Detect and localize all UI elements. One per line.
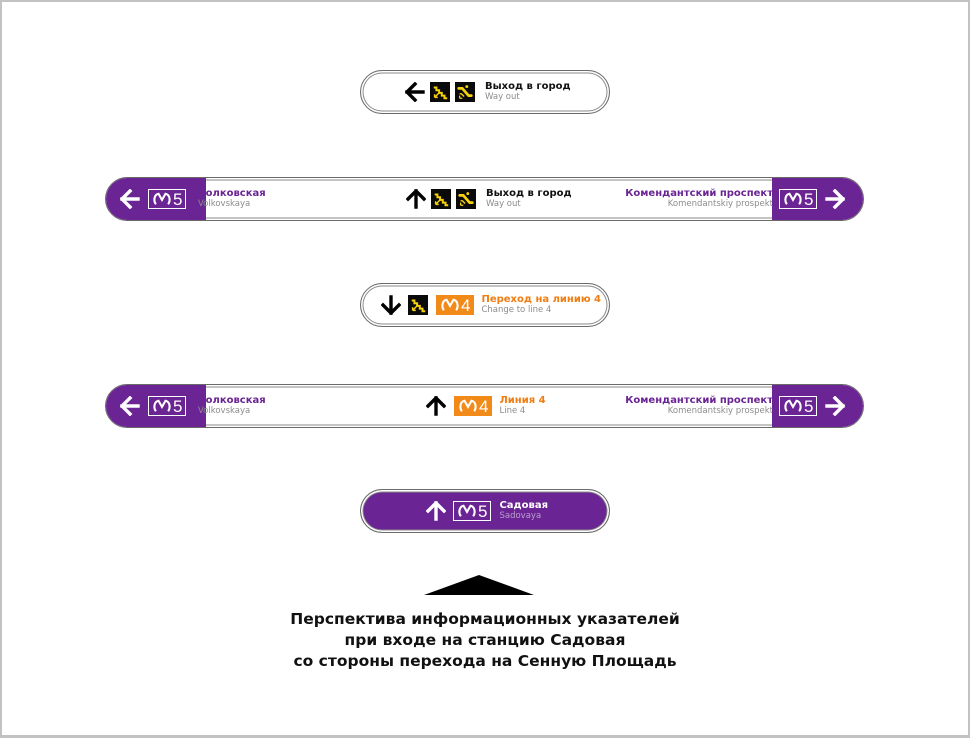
caption-line: со стороны перехода на Сенную Площадь [293,652,677,670]
direction-right-segment: 5 [772,178,863,220]
line-number: 5 [804,396,814,416]
metro-line-5-badge: 5 [453,501,492,521]
station-label: Садовая Sadovaya [499,501,548,520]
arrow-up-icon [426,501,446,521]
metro-logo-icon [458,399,478,413]
exit-label-en: Way out [485,91,520,102]
transfer-label: Переход на линию 4 Change to line 4 [481,295,601,314]
arrow-left-icon [120,396,140,416]
metro-line-5-badge: 5 [148,396,187,416]
station-right-label: Комендантский проспект Komendantskiy pro… [625,396,773,415]
station-left-en: Volkovskaya [198,405,251,416]
station-right-en: Komendantskiy prospekt [667,198,773,209]
escalator-icon [455,82,475,102]
line-number: 4 [479,396,489,416]
diagram-caption: Перспектива информационных указателей пр… [200,609,770,672]
metro-logo-icon [783,399,803,413]
line-number: 5 [173,189,183,209]
caption-line: Перспектива информационных указателей [290,610,680,628]
transfer-label-en: Change to line 4 [481,304,552,315]
station-left-ru: Волковская [198,395,266,407]
caption-line: при входе на станцию Садовая [344,631,626,649]
escalator-icon [456,189,476,209]
arrow-up-icon [406,189,426,209]
platform-sign-1: 5 Волковская Volkovskaya Выход в город W… [105,177,864,221]
metro-line-4-badge: 4 [436,295,475,315]
metro-line-5-badge: 5 [779,189,818,209]
metro-logo-icon [152,399,172,413]
exit-label: Выход в город Way out [485,82,571,101]
station-left-label: Волковская Volkovskaya [198,189,266,208]
viewer-direction-triangle [424,575,534,595]
metro-logo-icon [783,192,803,206]
direction-left-segment: 5 [106,385,206,427]
metro-line-4-badge: 4 [454,396,493,416]
metro-logo-icon [440,298,460,312]
metro-logo-icon [457,504,477,518]
station-left-ru: Волковская [198,188,266,200]
stairs-icon [431,189,451,209]
exit-label-ru: Выход в город [486,188,572,200]
line-number: 5 [173,396,183,416]
stairs-icon [408,295,428,315]
station-right-label: Комендантский проспект Komendantskiy pro… [625,189,773,208]
transfer-label-ru: Переход на линию 4 [481,294,601,306]
metro-line-5-badge: 5 [148,189,187,209]
line-number: 5 [804,189,814,209]
line-label: Линия 4 Line 4 [499,396,545,415]
arrow-up-icon [426,396,446,416]
arrow-left-icon [405,82,425,102]
line-number: 4 [461,295,471,315]
exit-label-en: Way out [486,198,521,209]
arrow-right-icon [825,189,845,209]
station-label-ru: Садовая [499,500,548,512]
line-number: 5 [478,501,488,521]
station-left-en: Volkovskaya [198,198,251,209]
station-right-ru: Комендантский проспект [625,395,773,407]
line-label-ru: Линия 4 [499,395,546,407]
arrow-left-icon [120,189,140,209]
arrow-right-icon [825,396,845,416]
exit-label-ru: Выход в город [485,81,571,93]
direction-right-segment: 5 [772,385,863,427]
station-left-label: Волковская Volkovskaya [198,396,266,415]
direction-left-segment: 5 [106,178,206,220]
arrow-down-icon [381,295,401,315]
line-label-en: Line 4 [499,405,526,416]
stairs-icon [430,82,450,102]
metro-logo-icon [152,192,172,206]
station-right-ru: Комендантский проспект [625,188,773,200]
station-sign: 5 Садовая Sadovaya [360,489,610,533]
exit-sign-top: Выход в город Way out [360,70,610,114]
platform-sign-2: 5 Волковская Volkovskaya 4 Линия 4 Line … [105,384,864,428]
exit-label: Выход в город Way out [486,189,572,208]
transfer-sign: 4 Переход на линию 4 Change to line 4 [360,283,610,327]
station-label-en: Sadovaya [499,510,542,521]
metro-line-5-badge: 5 [779,396,818,416]
station-right-en: Komendantskiy prospekt [667,405,773,416]
